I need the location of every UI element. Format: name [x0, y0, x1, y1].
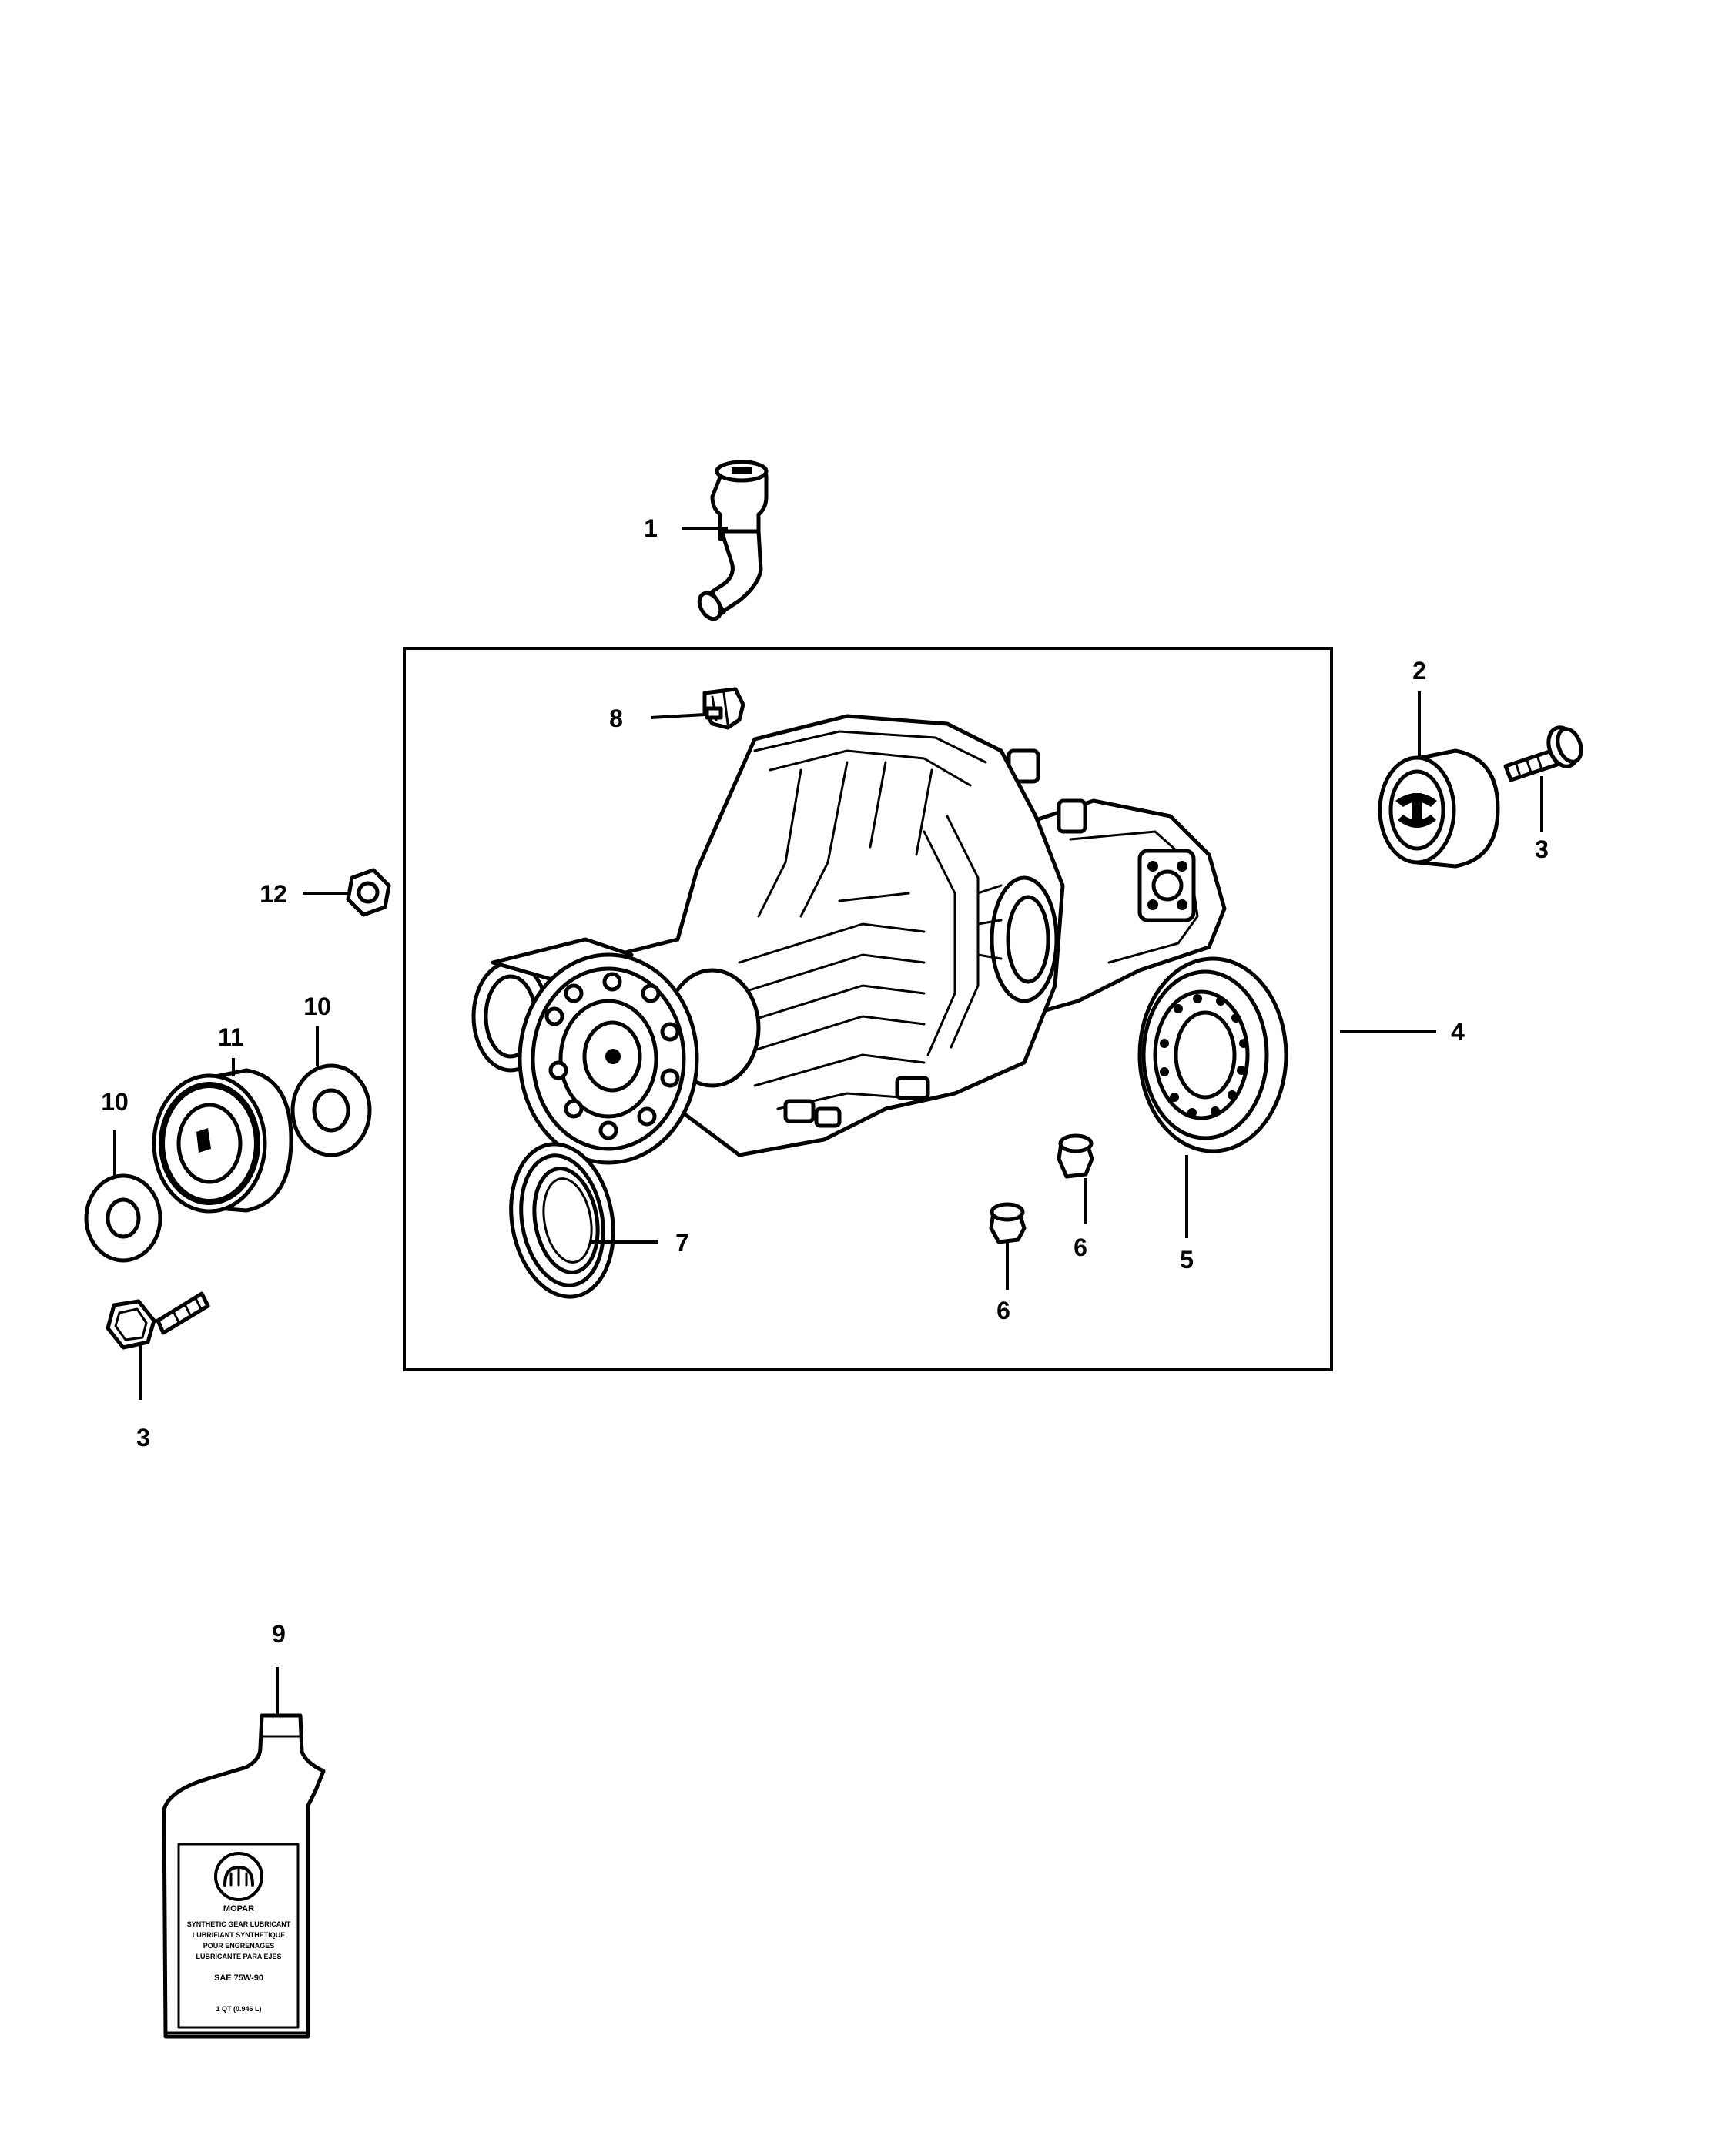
bottle-label-line-5: SAE 75W-90 [214, 1974, 263, 1983]
bottle-label-line-3: POUR ENGRENAGES [203, 1942, 275, 1950]
part-6-plug-lower[interactable] [989, 1202, 1027, 1244]
part-10-washer-right[interactable] [290, 1063, 372, 1157]
callout-9: 9 [272, 1620, 286, 1648]
callout-2: 2 [1412, 657, 1426, 685]
callout-3-right: 3 [1535, 835, 1549, 863]
callout-5: 5 [1180, 1246, 1194, 1274]
part-2-bushing[interactable] [1378, 748, 1500, 869]
part-11-bushing[interactable] [152, 1068, 293, 1214]
bearing-rollers [1160, 994, 1248, 1117]
callout-6-upper: 6 [1074, 1234, 1087, 1261]
part-1-vent-tube[interactable] [695, 460, 769, 623]
callout-4: 4 [1451, 1018, 1465, 1046]
part-9-lubricant-bottle[interactable]: MOPAR SYNTHETIC GEAR LUBRICANT LUBRIFIAN… [162, 1713, 326, 2039]
part-5-bearing[interactable] [1137, 956, 1288, 1153]
callout-1: 1 [644, 514, 658, 542]
callout-12: 12 [260, 880, 287, 908]
bottle-label-line-1: SYNTHETIC GEAR LUBRICANT [187, 1920, 291, 1928]
callout-10-left: 10 [101, 1088, 129, 1116]
callout-6-lower: 6 [996, 1297, 1010, 1324]
part-10-washer-left[interactable] [84, 1173, 162, 1263]
part-12-nut[interactable] [346, 868, 391, 917]
part-3-bolt-right[interactable] [1503, 723, 1586, 782]
callout-numbers: 1 2 3 4 5 6 6 7 8 9 10 10 11 12 3 [101, 514, 1549, 1648]
part-6-plug-upper[interactable] [1057, 1133, 1094, 1179]
callout-11: 11 [218, 1023, 244, 1051]
callout-10-right: 10 [303, 993, 331, 1020]
callout-3-left: 3 [136, 1424, 150, 1451]
bottle-label-line-4: LUBRICANTE PARA EJES [196, 1953, 281, 1960]
part-7-seal[interactable] [500, 1136, 625, 1305]
callout-7: 7 [675, 1229, 689, 1257]
part-8-clip[interactable] [702, 687, 745, 730]
bottle-label-line-6: 1 QT (0.946 L) [216, 2005, 261, 2013]
mopar-logo: MOPAR [214, 1852, 263, 1913]
assembly-frame [403, 647, 1333, 1371]
part-3-bolt-left[interactable] [106, 1291, 210, 1350]
callout-8: 8 [609, 705, 623, 732]
bottle-brand-logo-text: MOPAR [223, 1904, 254, 1913]
flange-bolts [544, 972, 680, 1140]
leader-lines [113, 527, 1543, 1716]
bottle-label-line-2: LUBRIFIANT SYNTHETIQUE [193, 1931, 286, 1939]
part-4-differential-housing[interactable] [471, 714, 1227, 1165]
